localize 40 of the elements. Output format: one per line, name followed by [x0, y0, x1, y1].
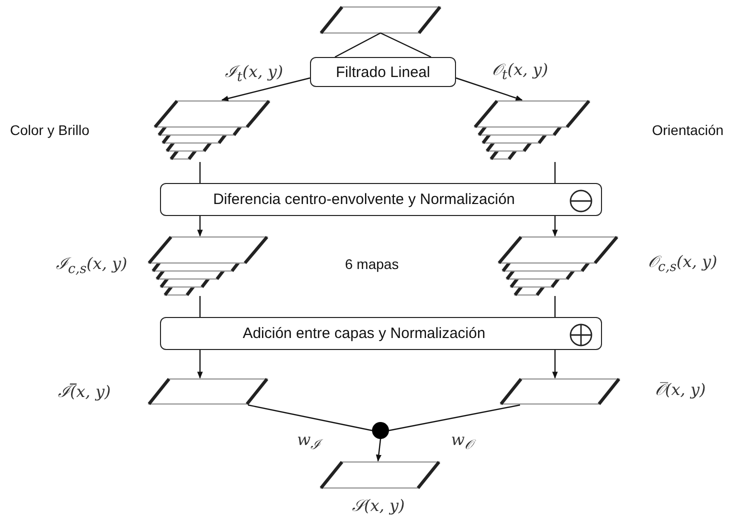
- process-box: [160, 183, 602, 216]
- image-pyramid-stack: [498, 236, 618, 296]
- parallelogram-frame: [500, 378, 620, 405]
- parallelogram-frame: [320, 461, 440, 489]
- connector-line: [554, 162, 556, 183]
- connector-line: [554, 296, 556, 317]
- map-label: ℐ̅(x, y): [58, 381, 111, 402]
- box-label: Adición entre capas y Normalización: [242, 325, 486, 342]
- map-label: ℐ$_{c,s}$(x, y): [56, 253, 128, 278]
- connector-line: [388, 404, 520, 432]
- box-label: Filtrado Lineal: [336, 64, 430, 80]
- parallelogram-frame: [320, 6, 441, 34]
- arrow: [197, 350, 203, 379]
- arrow: [221, 77, 310, 102]
- arrow: [552, 350, 558, 379]
- map-label: 𝒪$_{c,s}$(x, y): [648, 252, 718, 276]
- connector-line: [380, 32, 432, 58]
- image-pyramid-stack: [474, 100, 590, 162]
- connector-line: [334, 32, 381, 58]
- connector-line: [199, 296, 201, 317]
- arrow: [552, 216, 558, 237]
- parallelogram-frame: [148, 378, 268, 405]
- map-label: 𝒪̅(x, y): [655, 380, 706, 399]
- box-label: Diferencia centro-envolvente y Normalización: [213, 191, 515, 208]
- arrow: [376, 438, 382, 462]
- connector-line: [248, 404, 372, 432]
- arrow: [456, 77, 523, 101]
- map-label: ℐ$_{t}$(x, y): [225, 61, 284, 86]
- image-pyramid-stack: [154, 100, 270, 162]
- connector-line: [199, 162, 201, 183]
- process-box: [160, 317, 602, 350]
- junction-dot: [372, 422, 389, 439]
- map-label: 𝒮(x, y): [352, 496, 405, 515]
- image-pyramid-stack: [148, 236, 268, 296]
- channel-label: Color y Brillo: [10, 122, 90, 138]
- map-label: 𝒪$_{t}$(x, y): [492, 60, 548, 84]
- process-box: [310, 57, 456, 87]
- note-label: 6 mapas: [345, 256, 399, 272]
- arrow: [197, 216, 203, 237]
- channel-label: Orientación: [652, 122, 724, 138]
